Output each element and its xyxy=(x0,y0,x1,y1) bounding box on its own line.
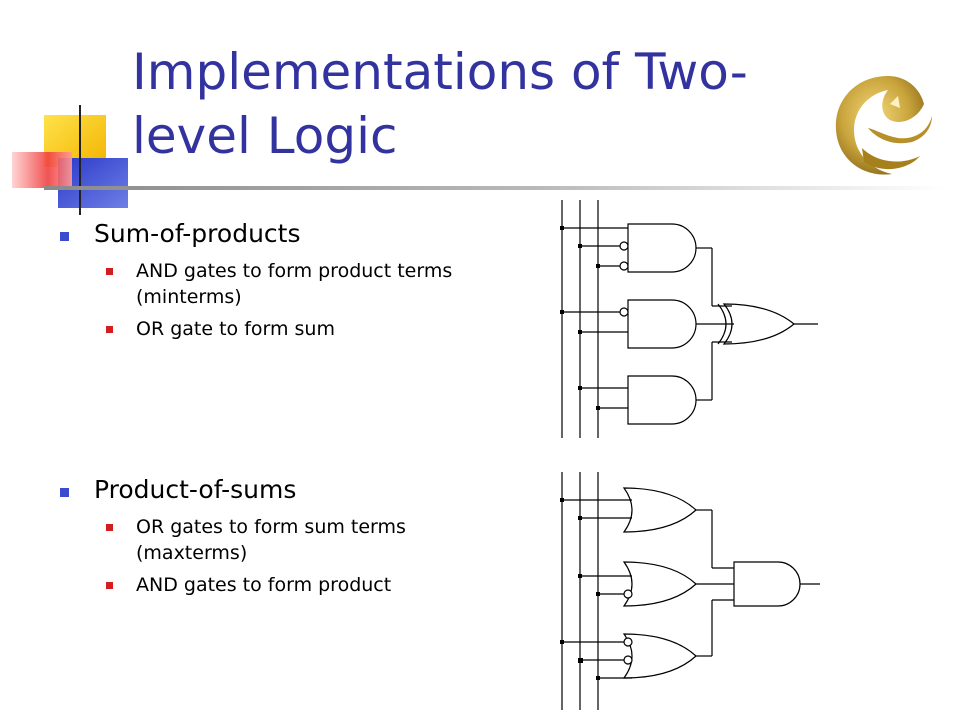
slide-title: Implementations of Two- level Logic xyxy=(132,40,832,168)
title-line-1: Implementations of Two- xyxy=(132,43,748,101)
sop-circuit-diagram xyxy=(560,200,818,438)
and-gate-3 xyxy=(627,375,697,425)
or-gate xyxy=(722,303,795,345)
and-gate-2 xyxy=(627,299,697,349)
sop-item-and-gates: AND gates to form product terms (minterm… xyxy=(56,258,556,310)
sop-item-1-line-1: AND gates to form product terms xyxy=(136,260,453,282)
and-gate-1 xyxy=(627,223,697,273)
sop-bullet-group: Sum-of-products AND gates to form produc… xyxy=(56,216,556,342)
sop-item-2-line-1: OR gate to form sum xyxy=(136,318,335,340)
pos-item-and-gate: AND gates to form product xyxy=(56,572,556,598)
and-gate xyxy=(733,561,801,607)
sop-heading: Sum-of-products xyxy=(56,216,556,252)
or-gate-2 xyxy=(622,561,697,607)
pos-item-1-line-2: (maxterms) xyxy=(136,542,248,564)
pos-item-2-line-1: AND gates to form product xyxy=(136,574,392,596)
logo-icon xyxy=(835,76,932,175)
pos-circuit-diagram xyxy=(560,472,820,710)
sop-item-or-gate: OR gate to form sum xyxy=(56,316,556,342)
or-gate-1 xyxy=(622,487,697,533)
pos-item-or-gates: OR gates to form sum terms (maxterms) xyxy=(56,514,556,566)
title-line-2: level Logic xyxy=(132,107,398,165)
pos-heading: Product-of-sums xyxy=(56,472,556,508)
or-gate-3 xyxy=(622,633,697,679)
pos-item-1-line-1: OR gates to form sum terms xyxy=(136,516,406,538)
title-underline xyxy=(44,186,944,190)
sop-item-1-line-2: (minterms) xyxy=(136,286,242,308)
corner-decoration-icon xyxy=(12,105,140,215)
pos-bullet-group: Product-of-sums OR gates to form sum ter… xyxy=(56,472,556,598)
